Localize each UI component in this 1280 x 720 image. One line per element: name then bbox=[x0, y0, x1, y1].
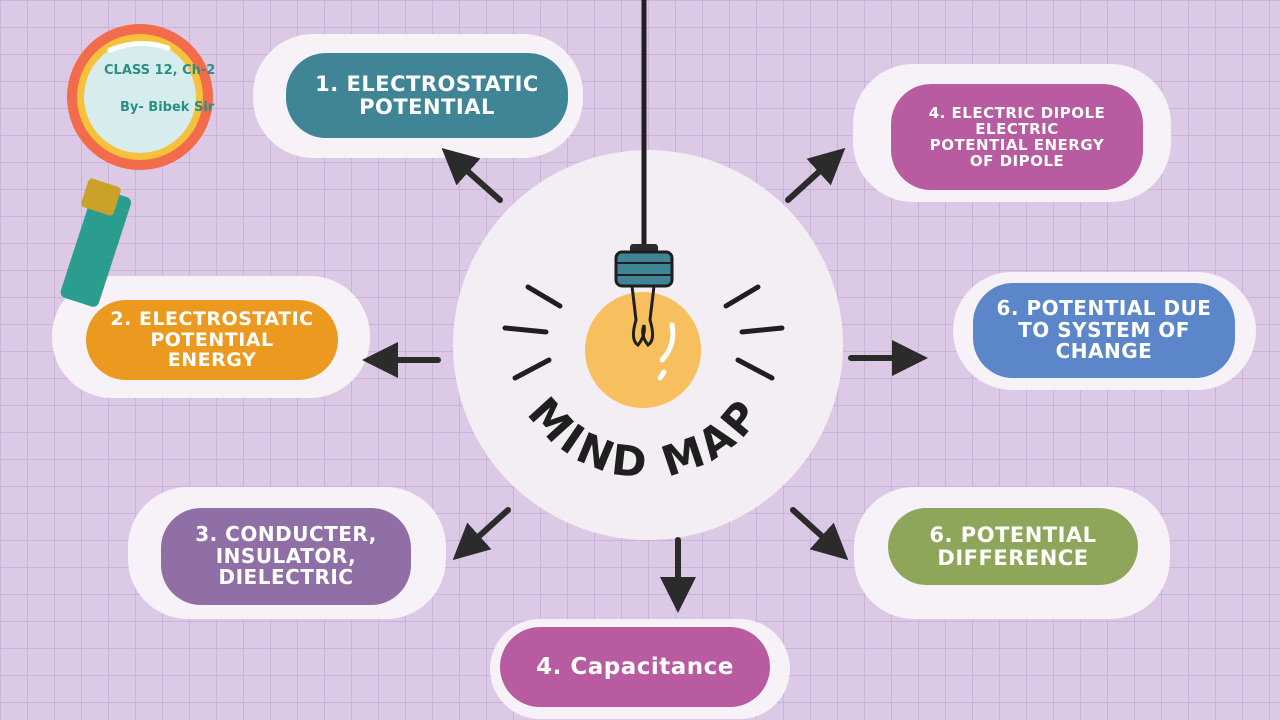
light-rays bbox=[502, 284, 785, 381]
topic-capacitance: 4. Capacitance bbox=[500, 627, 770, 707]
topic-electrostatic-potential-energy: 2. ELECTROSTATIC POTENTIAL ENERGY bbox=[86, 300, 338, 380]
arrow-to-topic-1 bbox=[441, 148, 503, 203]
topic-electrostatic-potential: 1. ELECTROSTATIC POTENTIAL bbox=[286, 53, 568, 138]
lightbulb-icon bbox=[585, 250, 701, 408]
author-label: By- Bibek Sir bbox=[120, 100, 215, 115]
arrow-to-topic-4-dipole bbox=[785, 147, 846, 203]
topic-potential-due-to-system: 6. POTENTIAL DUE TO SYSTEM OF CHANGE bbox=[973, 283, 1235, 378]
magnifier-icon bbox=[60, 24, 213, 307]
topic-electric-dipole: 4. ELECTRIC DIPOLE ELECTRIC POTENTIAL EN… bbox=[891, 84, 1143, 190]
topic-conductor-insulator-dielectric: 3. CONDUCTER, INSULATOR, DIELECTRIC bbox=[161, 508, 411, 605]
class-label: CLASS 12, Ch-2 bbox=[104, 63, 216, 78]
topic-potential-difference: 6. POTENTIAL DIFFERENCE bbox=[888, 508, 1138, 585]
arrow-to-topic-3 bbox=[452, 507, 511, 561]
arrow-to-topic-6-difference bbox=[790, 507, 849, 561]
